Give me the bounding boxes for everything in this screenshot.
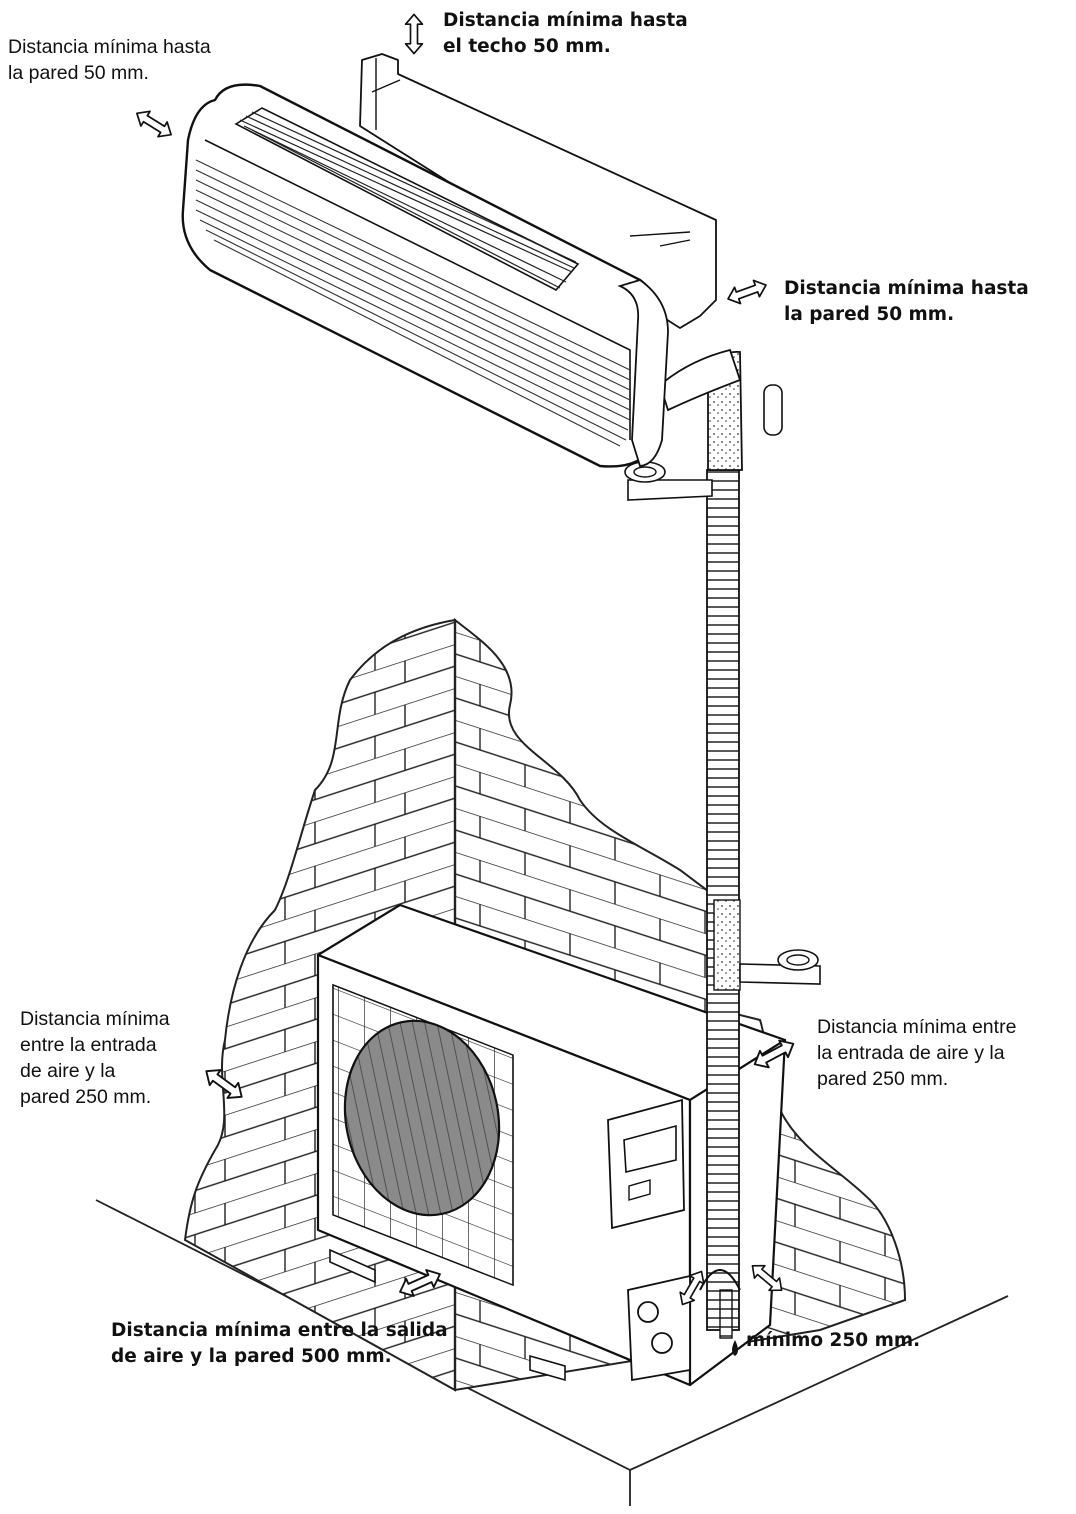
clearance-arrow-wall-right	[724, 276, 770, 308]
label-minimum-front-text: mínimo 250 mm.	[746, 1330, 921, 1351]
label-ceiling-clearance: Distancia mínima hasta el techo 50 mm.	[443, 8, 688, 60]
label-wall-left-line-2: la pared 50 mm.	[8, 62, 149, 84]
label-wall-right-line-2: la pared 50 mm.	[784, 304, 955, 325]
label-air-inlet-left: Distancia mínima entre la entrada de air…	[20, 1006, 170, 1110]
label-inlet-right-line-1: Distancia mínima entre	[817, 1016, 1017, 1038]
label-inlet-left-line-4: pared 250 mm.	[20, 1086, 152, 1108]
label-wall-right-line-1: Distancia mínima hasta	[784, 278, 1029, 299]
label-inlet-right-line-2: la entrada de aire y la	[817, 1042, 1005, 1064]
label-ceiling-line-2: el techo 50 mm.	[443, 36, 611, 57]
label-inlet-left-line-2: entre la entrada	[20, 1034, 157, 1056]
label-inlet-right-line-3: pared 250 mm.	[817, 1068, 949, 1090]
label-inlet-left-line-1: Distancia mínima	[20, 1008, 170, 1030]
label-outlet-line-1: Distancia mínima entre la salida	[111, 1320, 448, 1341]
label-air-inlet-right: Distancia mínima entre la entrada de air…	[817, 1014, 1016, 1092]
label-minimum-front: mínimo 250 mm.	[746, 1328, 920, 1354]
label-wall-clearance-left: Distancia mínima hasta la pared 50 mm.	[8, 34, 211, 86]
label-outlet-line-2: de aire y la pared 500 mm.	[111, 1346, 392, 1367]
label-air-outlet: Distancia mínima entre la salida de aire…	[111, 1318, 448, 1370]
indoor-unit	[181, 83, 669, 468]
label-wall-left-line-1: Distancia mínima hasta	[8, 36, 211, 58]
label-wall-clearance-right: Distancia mínima hasta la pared 50 mm.	[784, 276, 1029, 328]
clearance-arrow-wall-left	[131, 105, 177, 143]
clearance-arrow-ceiling	[404, 13, 424, 55]
refrigerant-pipe	[624, 348, 821, 1356]
label-inlet-left-line-3: de aire y la	[20, 1060, 116, 1082]
label-ceiling-line-1: Distancia mínima hasta	[443, 10, 688, 31]
